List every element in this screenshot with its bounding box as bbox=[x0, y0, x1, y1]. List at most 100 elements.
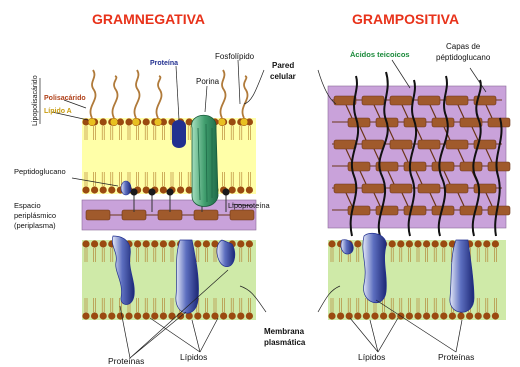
polisacarido-label: Polisacárido bbox=[44, 95, 86, 102]
pm-pos-lipid-head bbox=[466, 312, 473, 319]
pm-pos-lipid-head bbox=[475, 312, 482, 319]
pm-pos-lipid-head bbox=[389, 240, 396, 247]
pm-pos-lipid-head bbox=[389, 312, 396, 319]
porin bbox=[192, 115, 218, 206]
pm-pos-lipid-head bbox=[406, 240, 413, 247]
peptidoglycan-block bbox=[334, 140, 356, 149]
pm-neg-lipid-head bbox=[82, 312, 89, 319]
lipoprotein-head bbox=[222, 188, 229, 195]
peptidoglycan-block bbox=[390, 184, 412, 193]
pm-pos-lipid-head bbox=[363, 312, 370, 319]
om-lipid-head bbox=[100, 186, 107, 193]
pm-pos-lipid-head bbox=[423, 312, 430, 319]
om-lipid-head bbox=[100, 118, 107, 125]
pm-pos-lipid-head bbox=[397, 240, 404, 247]
pm-neg-lipid-head bbox=[220, 312, 227, 319]
peptidoglycan-block bbox=[432, 118, 454, 127]
peptidoglycan-block bbox=[488, 118, 510, 127]
proteina-label: Proteína bbox=[150, 60, 178, 67]
espacio-label-2: periplásmico bbox=[14, 211, 56, 220]
om-lipid-head bbox=[108, 186, 115, 193]
pm-neg-lipid-head bbox=[246, 312, 253, 319]
om-lipid-head bbox=[91, 186, 98, 193]
polysaccharide-chain bbox=[220, 70, 225, 118]
polysaccharide-chain bbox=[156, 76, 161, 118]
peptidoglycan-block bbox=[432, 162, 454, 171]
lipoprotein-head bbox=[130, 188, 137, 195]
lipid-a-head bbox=[218, 118, 226, 126]
proteinas-left-label: Proteínas bbox=[108, 356, 144, 366]
peptidoglycan-block bbox=[230, 210, 254, 220]
pm-neg-lipid-head bbox=[237, 312, 244, 319]
pm-neg-lipid-head bbox=[117, 312, 124, 319]
om-lipid-head bbox=[125, 118, 132, 125]
polysaccharide-chain bbox=[134, 70, 139, 118]
lipid-a-head bbox=[132, 118, 140, 126]
pm-pos-lipid-head bbox=[492, 240, 499, 247]
pm-pos-lipid-head bbox=[457, 312, 464, 319]
outer-membrane bbox=[82, 118, 256, 194]
capas-label-2: péptidoglucano bbox=[436, 53, 491, 62]
lipopolisacarido-label: Lipopolisacárido bbox=[32, 75, 39, 126]
pm-pos-lipid-head bbox=[414, 240, 421, 247]
pm-pos-lipid-head bbox=[492, 312, 499, 319]
pm-pos-lipid-head bbox=[354, 312, 361, 319]
om-lipid-head bbox=[143, 118, 150, 125]
pm-neg-lipid-head bbox=[168, 240, 175, 247]
pared-label-2: celular bbox=[270, 72, 296, 81]
lipoprotein-head bbox=[148, 188, 155, 195]
om-lipid-head bbox=[229, 118, 236, 125]
pm-neg-lipid-head bbox=[91, 240, 98, 247]
pm-neg-lipid-head bbox=[125, 312, 132, 319]
peptidoglycan-block bbox=[86, 210, 110, 220]
pm-pos-lipid-head bbox=[337, 312, 344, 319]
peptidoglycan-block bbox=[334, 184, 356, 193]
pm-neg-lipid-head bbox=[82, 240, 89, 247]
outer-membrane-protein bbox=[172, 120, 186, 148]
pm-pos-lipid-head bbox=[371, 312, 378, 319]
small-membrane-protein bbox=[121, 181, 131, 195]
proteinas-right-label: Proteínas bbox=[438, 352, 474, 362]
lipoproteina-label: Lipoproteína bbox=[228, 201, 271, 210]
espacio-label-1: Espacio bbox=[14, 201, 41, 210]
pm-neg-lipid-head bbox=[151, 240, 158, 247]
pm-pos-lipid-head bbox=[414, 312, 421, 319]
om-lipid-head bbox=[229, 186, 236, 193]
peptidoglucano-label: Peptidoglucano bbox=[14, 167, 66, 176]
pm-neg-lipid-head bbox=[143, 240, 150, 247]
membrane-protein-pos-1 bbox=[363, 233, 387, 302]
pm-pos-lipid-head bbox=[483, 312, 490, 319]
pm-pos-lipid-head bbox=[432, 312, 439, 319]
pm-neg-lipid-head bbox=[203, 312, 210, 319]
pm-neg-lipid-head bbox=[237, 240, 244, 247]
pm-neg-lipid-head bbox=[246, 240, 253, 247]
peptidoglycan-block bbox=[488, 206, 510, 215]
pm-pos-lipid-head bbox=[440, 240, 447, 247]
om-lipid-head bbox=[246, 186, 253, 193]
gramnegativa-title: GRAMNEGATIVA bbox=[92, 11, 205, 27]
membrana-label-1: Membrana bbox=[264, 327, 305, 336]
peptidoglycan-block bbox=[362, 140, 384, 149]
porina-label: Porina bbox=[196, 77, 220, 86]
peptidoglycan-block bbox=[460, 206, 482, 215]
espacio-label-3: (periplasma) bbox=[14, 221, 56, 230]
pm-neg-lipid-head bbox=[194, 240, 201, 247]
pm-neg-lipid-head bbox=[203, 240, 210, 247]
lipidos-left-label: Lípidos bbox=[180, 352, 207, 362]
lipid-a-head bbox=[110, 118, 118, 126]
grampositiva-title: GRAMPOSITIVA bbox=[352, 11, 459, 27]
pm-pos-lipid-head bbox=[354, 240, 361, 247]
polysaccharide-chain bbox=[242, 76, 247, 118]
pm-pos-lipid-head bbox=[406, 312, 413, 319]
pm-pos-lipid-head bbox=[432, 240, 439, 247]
lipido-a-label: Lípido A bbox=[44, 108, 72, 115]
peptidoglycan-block bbox=[418, 140, 440, 149]
peptidoglycan-block bbox=[390, 96, 412, 105]
peptidoglycan-block bbox=[460, 162, 482, 171]
peptidoglycan-block bbox=[334, 96, 356, 105]
fosfolipido-label: Fosfolípido bbox=[215, 52, 255, 61]
peptidoglycan-block bbox=[404, 162, 426, 171]
pm-neg-lipid-head bbox=[229, 312, 236, 319]
